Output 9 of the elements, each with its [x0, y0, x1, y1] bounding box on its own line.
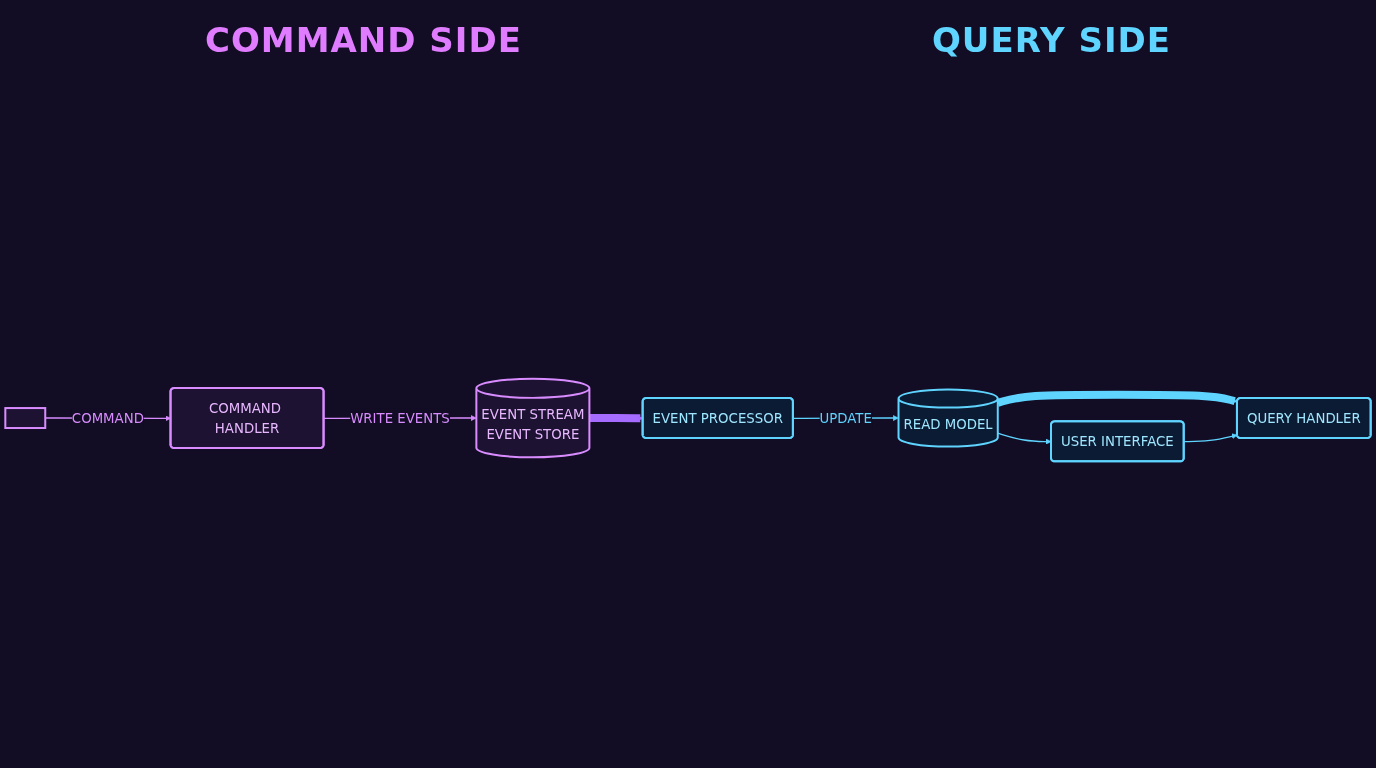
side-heading: QUERY SIDE [931, 20, 1171, 60]
edge-label: COMMAND [71, 410, 144, 427]
node-box [4, 407, 47, 429]
arrow [996, 390, 1238, 407]
edge-label: WRITE EVENTS [350, 410, 450, 427]
edge-label: UPDATE [819, 410, 872, 427]
arrow [997, 432, 1052, 445]
arrow [1183, 433, 1238, 443]
side-heading: COMMAND SIDE [205, 20, 522, 60]
